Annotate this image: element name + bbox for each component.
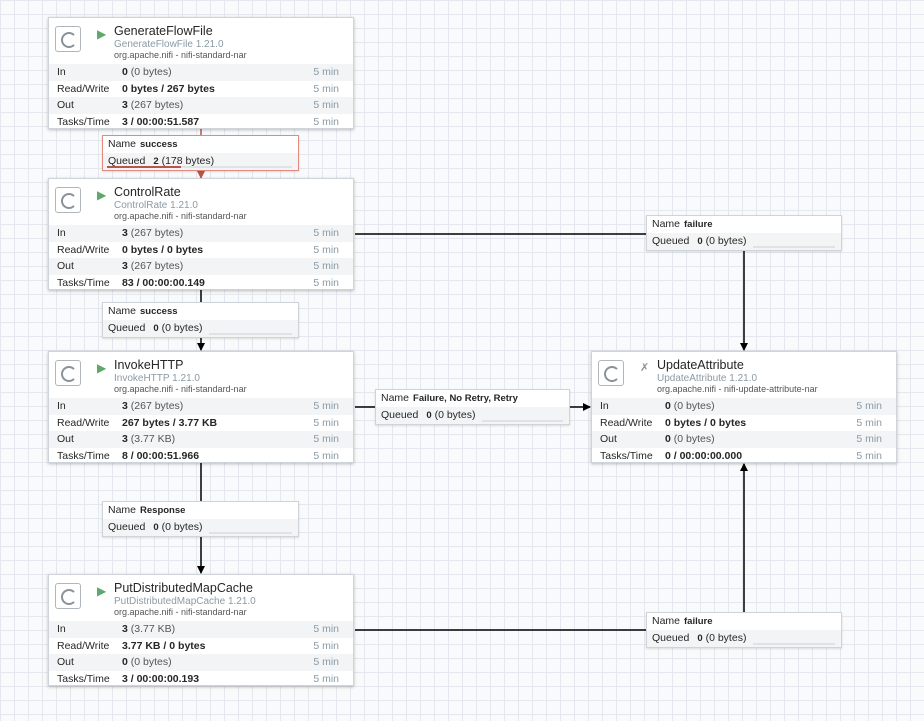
conn-queued-size: (0 bytes) <box>434 409 476 421</box>
conn-queued-label: Queued <box>108 322 146 334</box>
processor-name: GenerateFlowFile <box>114 24 213 38</box>
processor-type: PutDistributedMapCache 1.21.0 <box>114 596 256 607</box>
conn-queued-label: Queued <box>652 632 690 644</box>
processor-type: GenerateFlowFile 1.21.0 <box>114 39 224 50</box>
conn-queued-size: (178 bytes) <box>161 155 215 167</box>
processor-bundle: org.apache.nifi - nifi-standard-nar <box>114 50 247 60</box>
processor-putdistributedmapcache[interactable]: ▶ PutDistributedMapCache PutDistributedM… <box>48 574 354 686</box>
processor-updateattribute[interactable]: ✗ UpdateAttribute UpdateAttribute 1.21.0… <box>591 351 897 463</box>
processor-icon <box>55 187 81 213</box>
processor-bundle: org.apache.nifi - nifi-standard-nar <box>114 607 247 617</box>
processor-bundle: org.apache.nifi - nifi-update-attribute-… <box>657 384 818 394</box>
processor-icon <box>55 26 81 52</box>
conn-queued-count: 0 <box>153 522 159 533</box>
conn-name-label: Name <box>652 218 681 230</box>
conn-queued-count: 0 <box>697 633 703 644</box>
conn-name: success <box>140 306 178 317</box>
processor-type: UpdateAttribute 1.21.0 <box>657 373 758 384</box>
queue-bar <box>107 166 292 168</box>
conn-name-label: Name <box>108 138 137 150</box>
queue-bar <box>209 333 292 335</box>
conn-name: success <box>140 139 178 150</box>
running-icon: ▶ <box>97 584 107 598</box>
running-icon: ▶ <box>97 188 107 202</box>
conn-queued-size: (0 bytes) <box>161 521 203 533</box>
processor-bundle: org.apache.nifi - nifi-standard-nar <box>114 211 247 221</box>
queue-bar <box>753 643 835 645</box>
conn-name-label: Name <box>381 392 410 404</box>
processor-icon <box>55 583 81 609</box>
processor-icon <box>55 360 81 386</box>
queue-bar <box>753 246 835 248</box>
queue-bar <box>209 532 292 534</box>
conn-name-label: Name <box>652 615 681 627</box>
conn-queued-count: 0 <box>153 323 159 334</box>
conn-name: Failure, No Retry, Retry <box>413 393 518 404</box>
processor-type: ControlRate 1.21.0 <box>114 200 198 211</box>
processor-controlrate[interactable]: ▶ ControlRate ControlRate 1.21.0 org.apa… <box>48 178 354 290</box>
processor-name: UpdateAttribute <box>657 358 744 372</box>
processor-name: PutDistributedMapCache <box>114 581 253 595</box>
conn-queued-label: Queued <box>108 521 146 533</box>
processor-invokehttp[interactable]: ▶ InvokeHTTP InvokeHTTP 1.21.0 org.apach… <box>48 351 354 463</box>
processor-icon <box>598 360 624 386</box>
conn-queued-label: Queued <box>652 235 690 247</box>
processor-type: InvokeHTTP 1.21.0 <box>114 373 200 384</box>
edge-putcache-update[interactable] <box>355 463 748 631</box>
conn-queued-count: 2 <box>153 156 159 167</box>
processor-name: InvokeHTTP <box>114 358 184 372</box>
conn-name-label: Name <box>108 504 137 516</box>
conn-name-label: Name <box>108 305 137 317</box>
edge-controlrate-update[interactable] <box>355 233 748 351</box>
conn-name: Response <box>140 505 186 516</box>
conn-queued-count: 0 <box>697 236 703 247</box>
queue-bar <box>482 420 563 422</box>
conn-queued-size: (0 bytes) <box>161 322 203 334</box>
conn-name: failure <box>684 616 713 627</box>
conn-queued-count: 0 <box>426 410 432 421</box>
conn-queued-size: (0 bytes) <box>705 632 747 644</box>
conn-queued-label: Queued <box>381 409 419 421</box>
running-icon: ▶ <box>97 27 107 41</box>
conn-queued-size: (0 bytes) <box>705 235 747 247</box>
queue-fill <box>107 166 181 168</box>
running-icon: ▶ <box>97 361 107 375</box>
processor-name: ControlRate <box>114 185 181 199</box>
invalid-icon: ✗ <box>640 362 650 374</box>
conn-queued-label: Queued <box>108 155 146 167</box>
conn-name: failure <box>684 219 713 230</box>
processor-generateflowfile[interactable]: ▶ GenerateFlowFile GenerateFlowFile 1.21… <box>48 17 354 129</box>
processor-bundle: org.apache.nifi - nifi-standard-nar <box>114 384 247 394</box>
